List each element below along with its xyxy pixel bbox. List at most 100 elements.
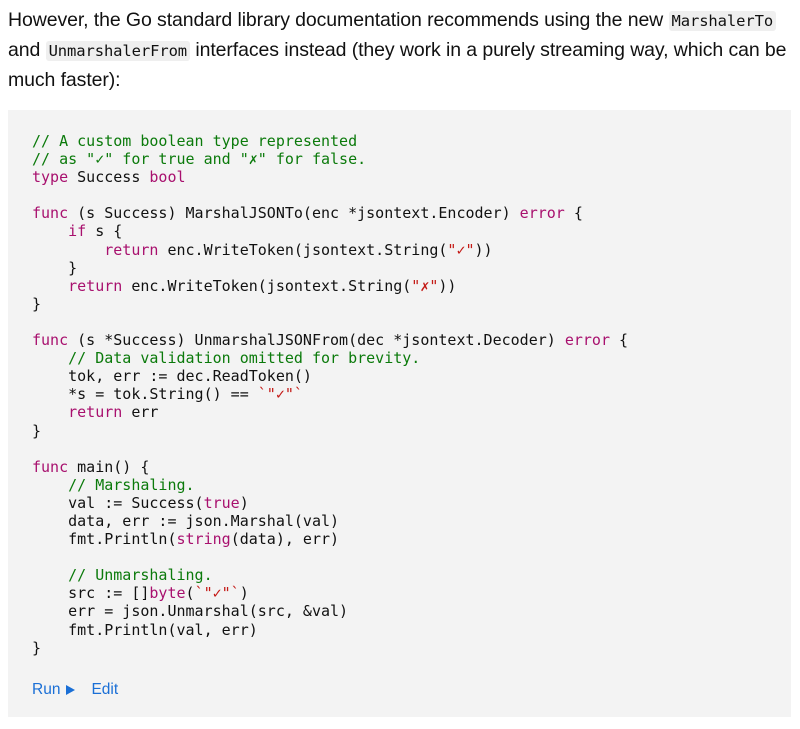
intro-text-3: interfaces instead (they work in a purel… [8,39,787,91]
edit-button[interactable]: Edit [91,681,119,698]
code-line: } [32,259,628,277]
code-line: data, err := json.Marshal(val) [32,512,628,530]
code-line: ​ [32,440,628,458]
code-line: // as "✓" for true and "✗" for false. [32,150,628,168]
code-token: ( [185,584,195,603]
code-actions: Run Edit [32,681,118,699]
code-token: ) [239,584,249,603]
inline-code-unmarshalerfrom: UnmarshalerFrom [45,41,191,61]
code-token: func [32,204,69,223]
code-token: src := [] [32,584,150,603]
code-line: } [32,295,628,313]
code-token: error [519,204,565,223]
code-token: (data), err) [230,530,340,549]
code-token: tok, err := dec.ReadToken() [32,367,312,386]
code-token [32,277,68,295]
code-token: enc.WriteToken(jsontext.String( [158,240,448,259]
code-token: (s Success) MarshalJSONTo(enc *jsontext.… [68,204,520,223]
code-line: src := []byte(`"✓"`) [32,584,628,602]
code-token: data, err := json.Marshal(val) [32,511,340,530]
code-token: { [564,204,583,223]
code-line: fmt.Println(string(data), err) [32,530,628,548]
code-token: } [32,638,42,657]
code-token: )) [474,240,493,259]
code-token [32,403,68,421]
code-token: `"✓"` [257,385,303,404]
code-token: enc.WriteToken(jsontext.String( [122,276,412,295]
code-token [32,349,68,367]
code-token: s { [86,222,123,241]
code-token: // Unmarshaling. [68,566,213,585]
code-token: { [609,331,629,350]
code-token: byte [149,584,186,603]
code-token: )) [438,276,457,295]
code-listing: // A custom boolean type represented// a… [32,132,628,657]
code-token: // Marshaling. [68,475,195,494]
code-token: val := Success( [32,493,204,512]
inline-code-marshalerto: MarshalerTo [668,11,777,31]
code-token: err [122,403,159,422]
code-line: func (s *Success) UnmarshalJSONFrom(dec … [32,331,628,349]
code-line: // Unmarshaling. [32,566,628,584]
code-token: if [68,222,87,241]
code-token [32,241,104,259]
code-token: main() { [68,457,150,476]
code-line: fmt.Println(val, err) [32,621,628,639]
code-token: // as "✓" for true and "✗" for false. [32,150,367,169]
code-token: "✗" [411,276,439,295]
code-token: `"✓"` [194,584,240,603]
code-line: return err [32,403,628,421]
code-line: ​ [32,313,628,331]
code-token: string [176,530,231,549]
code-line: func main() { [32,458,628,476]
intro-paragraph: However, the Go standard library documen… [8,6,788,95]
code-line: err = json.Unmarshal(src, &val) [32,602,628,620]
code-token: func [32,457,69,476]
code-token: return [68,403,123,422]
code-token: "✓" [447,240,475,259]
code-token: ) [239,493,249,512]
code-line: val := Success(true) [32,494,628,512]
run-label: Run [32,681,61,698]
code-token [32,566,68,584]
code-line: // A custom boolean type represented [32,132,628,150]
play-icon [66,685,76,695]
code-line: ​ [32,186,628,204]
code-token: // Data validation omitted for brevity. [68,349,421,368]
code-line: func (s Success) MarshalJSONTo(enc *json… [32,204,628,222]
code-line: tok, err := dec.ReadToken() [32,367,628,385]
code-token: (s *Success) UnmarshalJSONFrom(dec *json… [68,331,565,350]
code-token: error [564,331,610,350]
code-token: return [104,240,159,259]
code-line: } [32,639,628,657]
intro-text-2: and [8,39,46,61]
code-line: } [32,422,628,440]
code-token: fmt.Println( [32,530,177,549]
code-token: bool [149,168,186,187]
code-line: // Marshaling. [32,476,628,494]
code-line: *s = tok.String() == `"✓"` [32,385,628,403]
code-token: Success [68,168,150,187]
code-token: } [32,421,42,440]
code-line: type Success bool [32,168,628,186]
code-block: // A custom boolean type represented// a… [8,110,791,717]
code-token [32,476,68,494]
code-token: type [32,168,69,187]
code-token: } [32,294,42,313]
code-token: // A custom boolean type represented [32,132,358,150]
code-token: } [32,258,78,277]
intro-text-1: However, the Go standard library documen… [8,9,669,31]
code-line: if s { [32,222,628,240]
code-token: true [203,493,240,512]
code-token: fmt.Println(val, err) [32,620,258,639]
code-token: *s = tok.String() == [32,385,258,404]
code-token: func [32,331,69,350]
code-line: return enc.WriteToken(jsontext.String("✓… [32,241,628,259]
code-token: err = json.Unmarshal(src, &val) [32,602,349,621]
run-button[interactable]: Run [32,681,76,699]
code-line: // Data validation omitted for brevity. [32,349,628,367]
code-token [32,222,68,240]
code-token: return [68,276,123,295]
code-line: ​ [32,548,628,566]
code-line: return enc.WriteToken(jsontext.String("✗… [32,277,628,295]
